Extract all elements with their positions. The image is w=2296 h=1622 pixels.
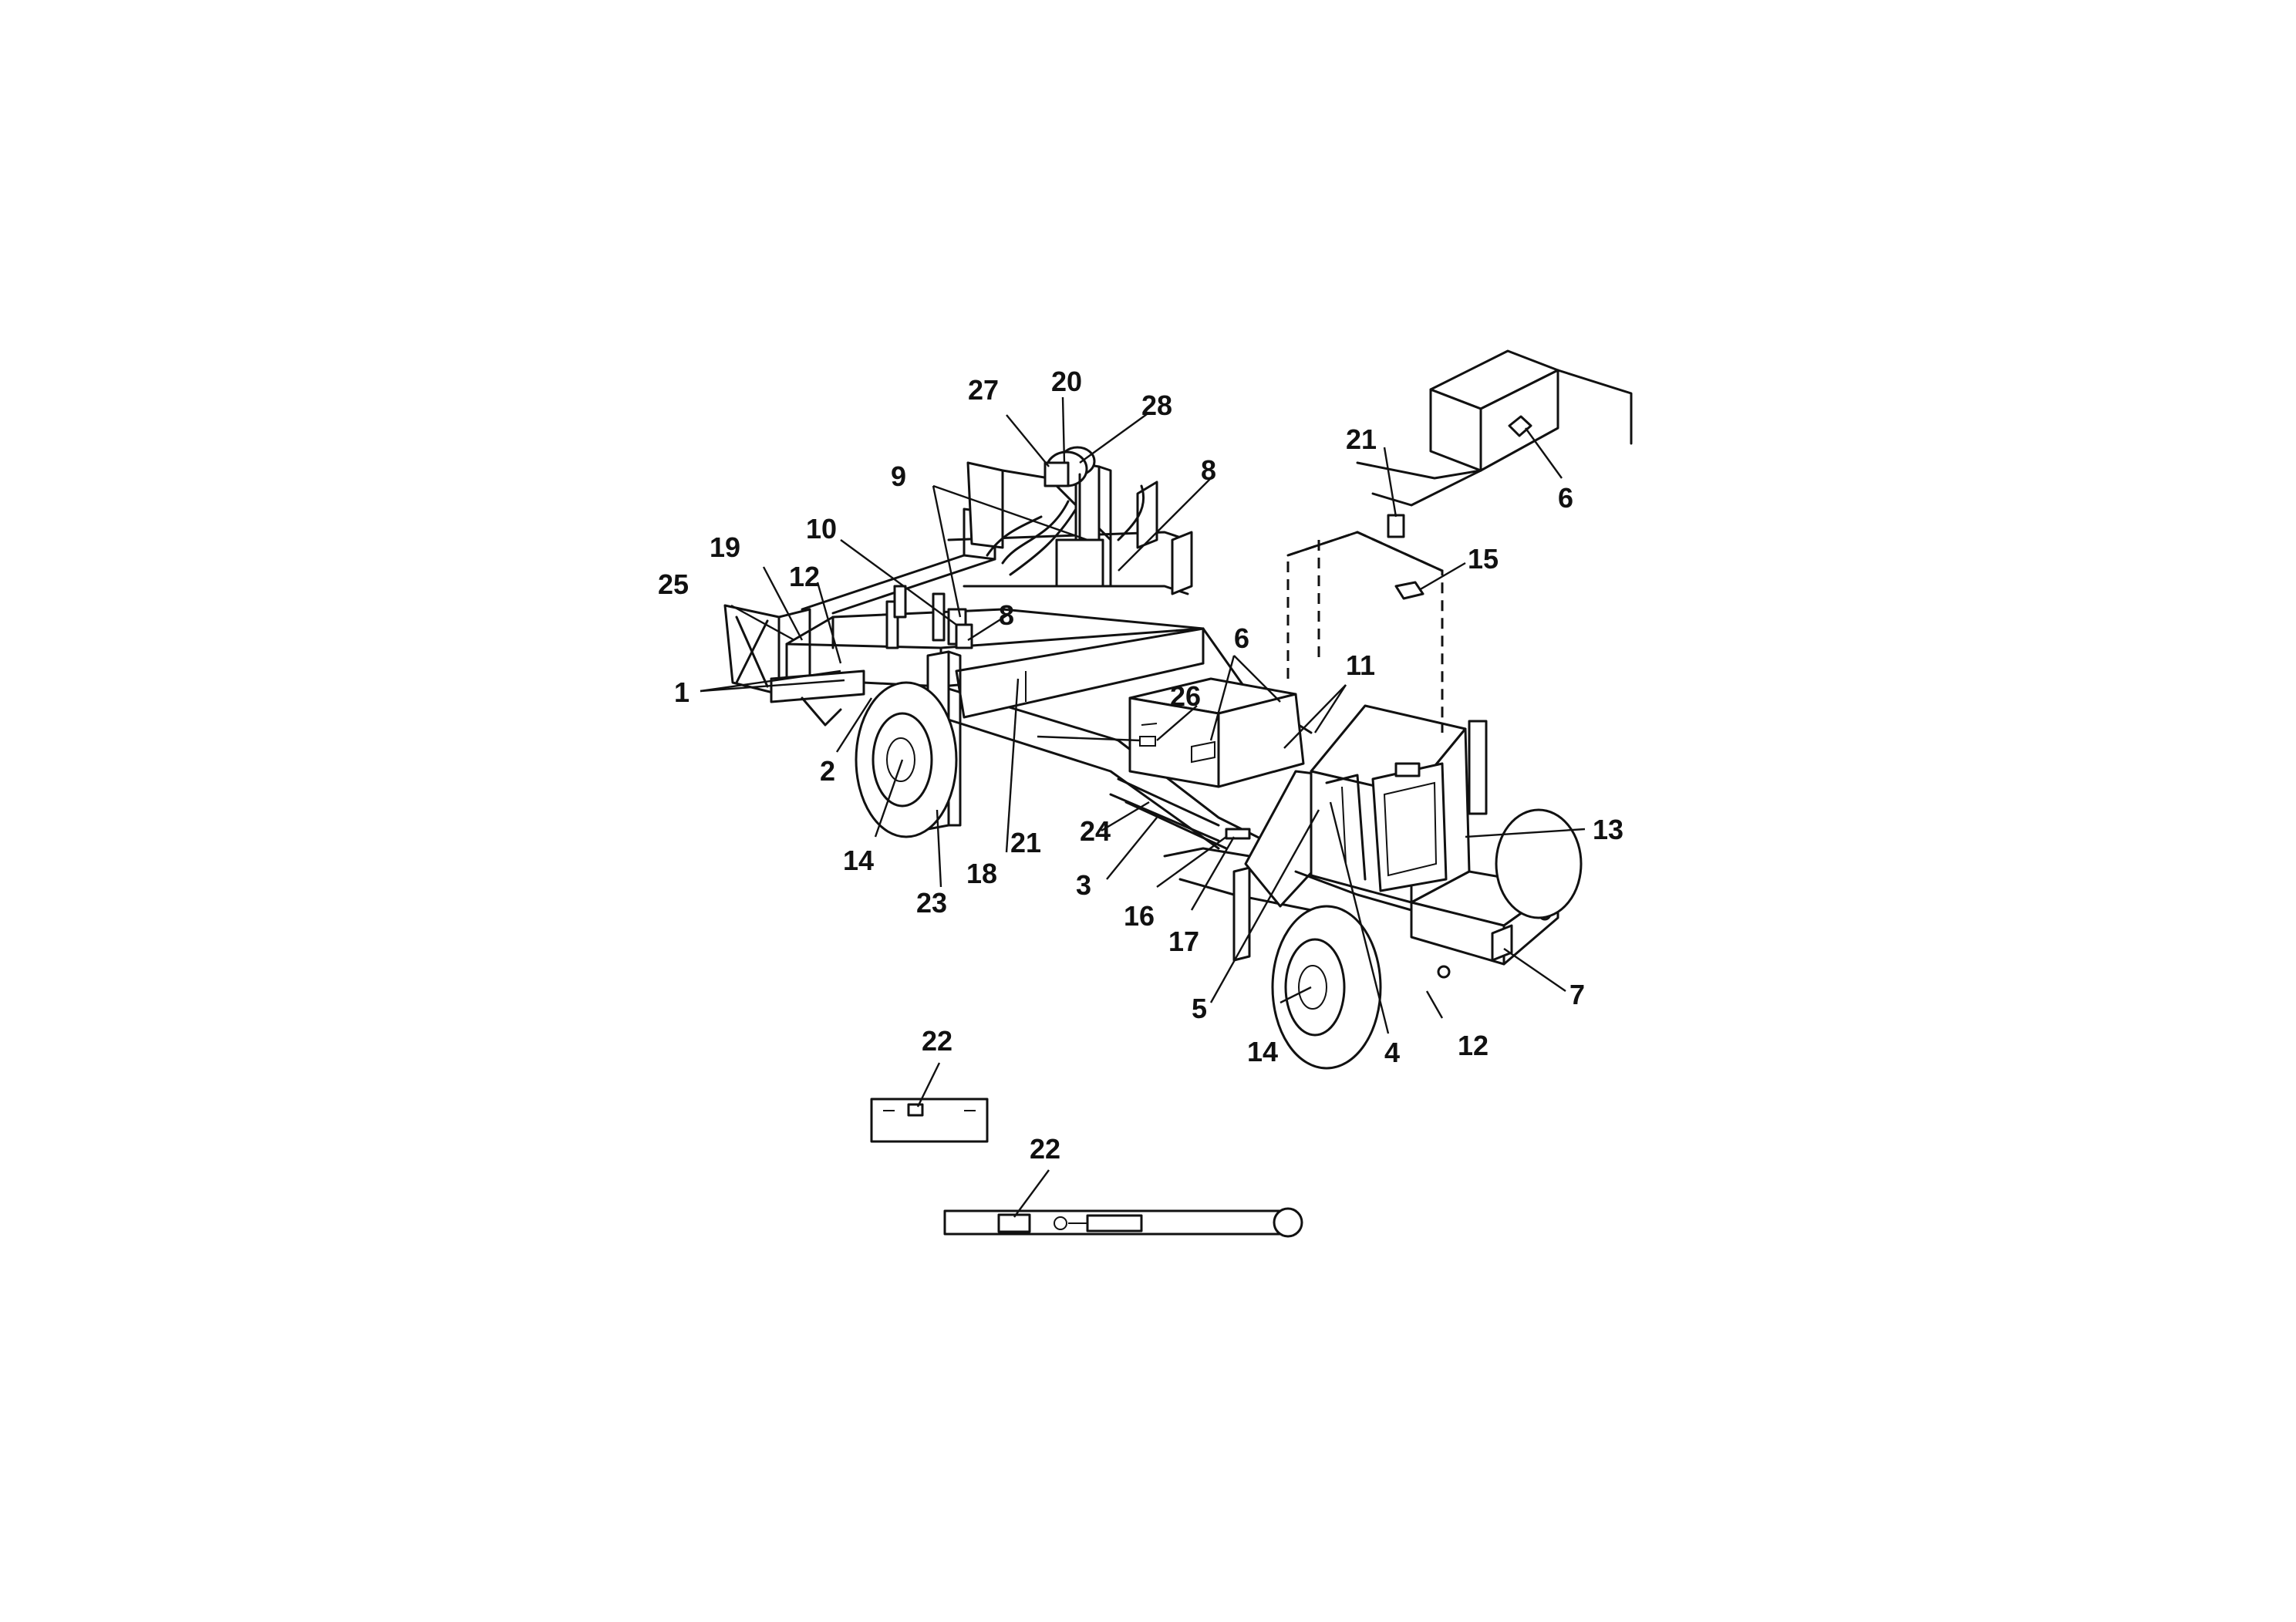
callout-26: 26 (1170, 680, 1201, 712)
callout-12-rear: 12 (789, 561, 820, 592)
callout-14-front-wheel: 14 (1247, 1036, 1278, 1067)
callout-14-rear-wheel: 14 (843, 845, 874, 876)
callout-17: 17 (1168, 926, 1199, 957)
callout-6-hood: 6 (1558, 482, 1573, 514)
callout-19: 19 (710, 531, 740, 563)
callout-23: 23 (916, 887, 947, 919)
front-right-wheel (1495, 808, 1583, 919)
callout-24: 24 (1080, 815, 1111, 847)
callout-22-plate: 22 (922, 1025, 952, 1057)
callout-21-box: 21 (1010, 827, 1041, 858)
hood-detail-view (1356, 349, 1633, 538)
rear-wheel (855, 681, 958, 838)
callout-8-deck: 8 (999, 599, 1014, 631)
crane-assembly (947, 446, 1193, 649)
phantom-enclosure (1286, 531, 1444, 733)
side-toolbox (1128, 677, 1305, 788)
rear-frame (723, 604, 865, 727)
callout-28: 28 (1141, 389, 1172, 421)
front-left-wheel (1271, 905, 1382, 1070)
callout-20: 20 (1051, 366, 1082, 397)
callout-27: 27 (968, 374, 999, 406)
callout-13: 13 (1593, 814, 1623, 845)
callout-labels: 1 2 3 4 5 6 6 7 8 8 9 10 11 12 12 13 14 … (658, 366, 1623, 1165)
callout-5: 5 (1192, 993, 1207, 1024)
callout-8-crane: 8 (1201, 454, 1216, 486)
plate-detail (870, 1098, 989, 1143)
callout-4: 4 (1384, 1037, 1400, 1068)
callout-16: 16 (1124, 900, 1155, 932)
callout-6-side-box: 6 (1234, 622, 1249, 654)
callout-3: 3 (1076, 869, 1091, 901)
callout-2: 2 (820, 755, 835, 787)
callout-11: 11 (1346, 649, 1375, 681)
leader-lines (700, 396, 1586, 1218)
callout-18: 18 (966, 858, 997, 889)
callout-10: 10 (806, 513, 837, 545)
boom-arm-detail (943, 1207, 1303, 1238)
callout-21-hood: 21 (1346, 423, 1377, 455)
callout-9: 9 (891, 460, 906, 492)
callout-15: 15 (1468, 543, 1499, 575)
callout-7: 7 (1569, 979, 1585, 1010)
callout-25: 25 (658, 568, 689, 600)
callout-22-boom: 22 (1030, 1133, 1060, 1165)
callout-1: 1 (674, 676, 689, 708)
callout-12-front: 12 (1458, 1030, 1489, 1061)
frame-tube (1109, 777, 1228, 850)
